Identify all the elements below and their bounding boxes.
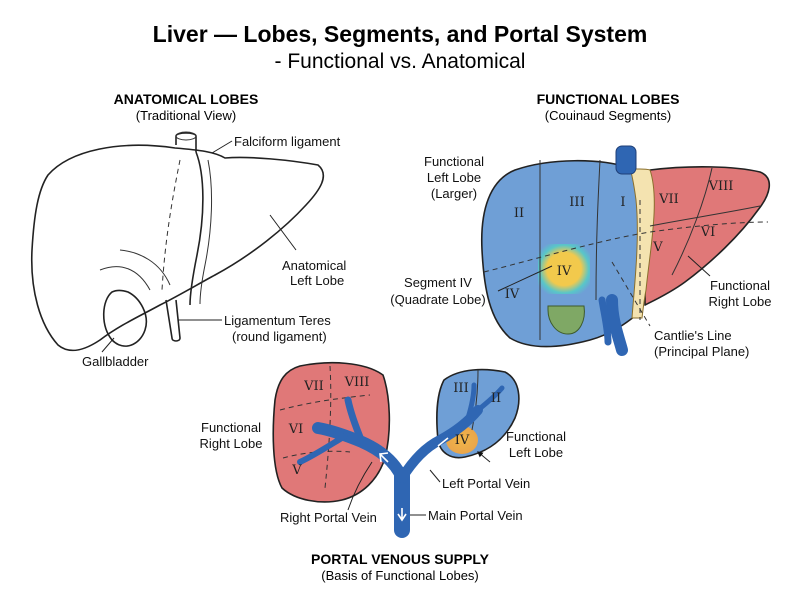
page-title: Liver — Lobes, Segments, and Portal Syst…: [153, 21, 648, 47]
anatomical-left-lobe-label-2: Left Lobe: [290, 273, 344, 288]
segment-iv-b-label: IV: [505, 287, 520, 302]
portal-segment-vii-label: VII: [303, 379, 324, 394]
anatomical-lobes-panel: ANATOMICAL LOBES (Traditional View) Falc…: [30, 91, 346, 369]
ligamentum-teres: [165, 299, 181, 342]
segment-ii-label: II: [514, 206, 524, 221]
main-portal-vein-label: Main Portal Vein: [428, 508, 523, 523]
anatomical-left-lobe-label-1: Anatomical: [282, 258, 346, 273]
segment-iii-label: III: [569, 195, 584, 210]
segment-viii-label: VIII: [708, 179, 734, 194]
gallbladder-label: Gallbladder: [82, 354, 149, 369]
functional-subheading: (Couinaud Segments): [545, 108, 671, 123]
falciform-label: Falciform ligament: [234, 134, 341, 149]
anatomical-subheading: (Traditional View): [136, 108, 236, 123]
functional-heading: FUNCTIONAL LOBES: [537, 91, 680, 107]
page-subtitle: - Functional vs. Anatomical: [275, 50, 526, 73]
anatomical-liver-outline: [30, 144, 324, 352]
portal-right-lobe-label-1: Functional: [201, 420, 261, 435]
portal-subheading: (Basis of Functional Lobes): [321, 568, 479, 583]
portal-left-lobe-label-2: Left Lobe: [509, 445, 563, 460]
functional-left-label-3: (Larger): [431, 186, 477, 201]
portal-segment-ii-label: II: [491, 391, 501, 406]
portal-right-lobe-label-2: Right Lobe: [200, 436, 263, 451]
portal-vein-stub: [606, 294, 628, 356]
portal-plane-dashed: [483, 221, 769, 273]
segment-iv-callout-1: Segment IV: [404, 275, 472, 290]
portal-heading: PORTAL VENOUS SUPPLY: [311, 551, 490, 567]
functional-lobes-panel: FUNCTIONAL LOBES (Couinaud Segments) II …: [390, 91, 771, 359]
functional-gallbladder: [547, 305, 585, 335]
portal-segment-iii-label: III: [453, 381, 468, 396]
gallbladder-shape: [102, 289, 147, 347]
portal-segment-iv-label: IV: [455, 433, 470, 448]
falciform-ligament: [189, 151, 204, 306]
functional-right-label-1: Functional: [710, 278, 770, 293]
cantlie-label-2: (Principal Plane): [654, 344, 749, 359]
teres-label-1: Ligamentum Teres: [224, 313, 331, 328]
right-portal-vein-label: Right Portal Vein: [280, 510, 377, 525]
segment-vii-label: VII: [658, 192, 679, 207]
portal-segment-v-label: V: [291, 463, 302, 478]
portal-supply-panel: VII VIII VI V III II IV Functional Right…: [200, 362, 566, 583]
falciform-band: [629, 167, 655, 319]
functional-left-label-1: Functional: [424, 154, 484, 169]
segment-iv-callout-2: (Quadrate Lobe): [390, 292, 485, 307]
left-portal-vein-label: Left Portal Vein: [442, 476, 530, 491]
functional-left-label-2: Left Lobe: [427, 170, 481, 185]
segment-i-label: I: [620, 195, 625, 210]
portal-segment-vi-label: VI: [288, 422, 304, 437]
anatomical-heading: ANATOMICAL LOBES: [114, 91, 259, 107]
segment-iv-label: IV: [557, 264, 572, 279]
ivc-opening: [175, 131, 197, 141]
teres-label-2: (round ligament): [232, 329, 327, 344]
segment-vi-label: VI: [700, 225, 716, 240]
ivc-vessel: [615, 145, 637, 175]
functional-right-label-2: Right Lobe: [709, 294, 772, 309]
segment-v-label: V: [652, 240, 663, 255]
portal-segment-viii-label: VIII: [344, 375, 370, 390]
cantlie-label-1: Cantlie's Line: [654, 328, 732, 343]
anatomical-dashed-boundary: [161, 159, 181, 291]
portal-left-lobe-label-1: Functional: [506, 429, 566, 444]
